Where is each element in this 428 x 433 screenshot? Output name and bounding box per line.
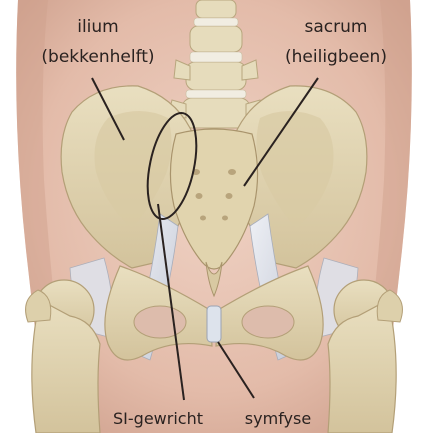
label-symfyse: symfyse (245, 409, 311, 428)
obturator-foramen-left (134, 306, 186, 338)
label-si-joint: SI-gewricht (113, 409, 203, 428)
obturator-foramen-right (242, 306, 294, 338)
pubic-symphysis (207, 306, 221, 342)
label-ilium-dutch: (bekkenhelft) (41, 47, 154, 67)
label-ilium: ilium (77, 17, 119, 37)
label-sacrum: sacrum (305, 17, 368, 37)
label-sacrum-dutch: (heiligbeen) (285, 47, 387, 67)
